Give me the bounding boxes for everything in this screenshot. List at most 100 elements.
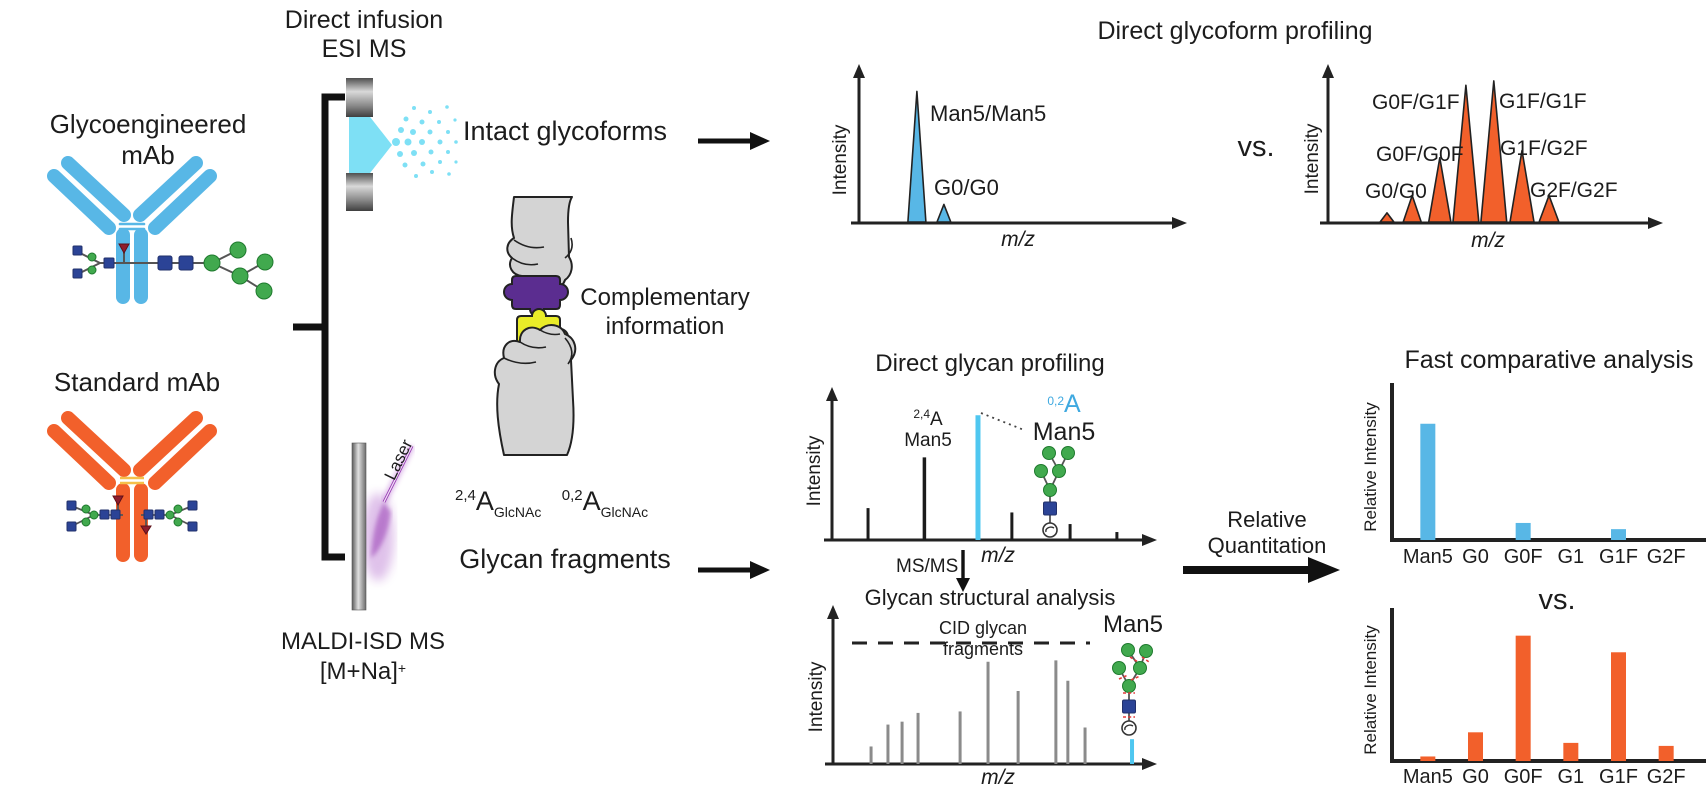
standard-mab-illustration xyxy=(47,411,217,562)
comparative-title: Fast comparative analysis xyxy=(1404,346,1694,374)
bar xyxy=(1420,756,1436,761)
peak-annotation-man5: Man5 xyxy=(1032,418,1096,446)
peak xyxy=(1379,212,1395,223)
bar-category-label: G2F xyxy=(1646,766,1686,788)
maldi-target-plate xyxy=(351,442,367,611)
peak-label-g2fg2f: G2F/G2F xyxy=(1530,179,1618,202)
glycoengineered-mab-label: Glycoengineered mAb xyxy=(49,109,247,170)
bar-category-label: G2F xyxy=(1646,546,1686,568)
fc-glycan-right xyxy=(140,500,198,535)
bar-category-label: G0 xyxy=(1462,766,1489,788)
glycan-fragments-arrow xyxy=(698,561,770,579)
man5-glycan-chain xyxy=(72,241,274,300)
peak xyxy=(1480,80,1508,223)
peak-label-man5man5: Man5/Man5 xyxy=(930,101,1047,126)
peak xyxy=(936,203,952,223)
esi-sprayer-illustration xyxy=(346,78,458,211)
msms-label: MS/MS xyxy=(896,556,959,577)
bar-category-label: G0 xyxy=(1462,546,1489,568)
hinge-bonds xyxy=(120,476,144,485)
spray-droplets xyxy=(392,105,458,178)
peak xyxy=(1538,194,1560,223)
bar-category-label: G1 xyxy=(1557,766,1585,788)
intact-glycoforms-label: Intact glycoforms xyxy=(462,116,668,146)
bar-category-label: Man5 xyxy=(1402,766,1453,788)
cid-fragments-label: CID glycan fragments xyxy=(938,618,1028,659)
glycoengineered-mab-illustration xyxy=(47,156,274,304)
complementary-hands-illustration xyxy=(493,196,577,456)
esi-emitter-top xyxy=(346,78,373,117)
peak xyxy=(1452,84,1480,223)
profiling-title: Direct glycoform profiling xyxy=(1097,17,1373,45)
vs-bottom-label: vs. xyxy=(1538,584,1576,616)
peak-label-g1fg2f: G1F/G2F xyxy=(1500,137,1588,160)
bar-category-label: G1F xyxy=(1599,546,1638,568)
man5-glycan-icon xyxy=(1034,446,1075,538)
peak-label-g0g0-blue: G0/G0 xyxy=(934,175,999,200)
intact-glycoforms-arrow xyxy=(698,132,770,150)
bar xyxy=(1611,529,1626,540)
spectrum-glyco-xlabel: m/z xyxy=(1001,228,1035,251)
vs-top-label: vs. xyxy=(1237,131,1275,163)
maldi-title-line2: [M+Na]+ xyxy=(319,658,407,685)
esi-title: Direct infusion ESI MS xyxy=(268,6,460,64)
peak xyxy=(1402,194,1422,223)
bar xyxy=(1563,742,1579,761)
bar xyxy=(1611,652,1626,761)
fc-glycan-left xyxy=(66,495,124,532)
bar xyxy=(1515,522,1531,540)
bar-category-label: G1 xyxy=(1557,546,1585,568)
glycan-profile-xlabel: m/z xyxy=(981,544,1015,567)
peak xyxy=(1509,149,1535,223)
spectrum-standard-ylabel: Intensity xyxy=(1302,123,1323,195)
spectrum-glycan-profile xyxy=(824,387,1157,546)
esi-title-line1: Direct infusion xyxy=(284,6,444,34)
bar-category-label: G0F xyxy=(1503,766,1543,788)
structural-man5-label: Man5 xyxy=(1102,611,1164,638)
bar xyxy=(1515,635,1531,761)
relative-quantitation-arrow xyxy=(1183,557,1340,583)
glycan-profile-ylabel: Intensity xyxy=(804,435,825,507)
bar-categories-standard: Man5 G0 G0F G1 G1F G2F xyxy=(1402,766,1690,788)
bar-chart-standard xyxy=(1390,608,1706,763)
bar-category-label: G1F xyxy=(1599,766,1638,788)
spectrum-glyco-mab xyxy=(851,64,1187,229)
peak-label-g1fg1f: G1F/G1F xyxy=(1499,90,1587,113)
peak-annotation-24a-man5: 2,4A Man5 xyxy=(904,407,952,451)
hand-bottom xyxy=(493,324,577,456)
bar-chart-glyco xyxy=(1390,383,1706,542)
peak-label-g0fg0f: G0F/G0F xyxy=(1376,143,1464,166)
antibody-orange xyxy=(47,411,217,562)
cross-ring-notation: 2,4AGlcNAc 0,2AGlcNAc xyxy=(455,486,649,520)
peak-annotation-02a: 0,2A xyxy=(1047,390,1081,418)
glycan-fragments-label: Glycan fragments xyxy=(459,544,671,574)
bar xyxy=(1468,732,1483,761)
laser-plume xyxy=(371,502,391,558)
bar xyxy=(1658,745,1674,761)
bar-category-label: Man5 xyxy=(1402,546,1453,568)
bar-categories-glyco: Man5 G0 G0F G1 G1F G2F xyxy=(1402,546,1690,568)
glycan-profiling-title: Direct glycan profiling xyxy=(875,350,1105,377)
man5-fragmentation-icon xyxy=(1112,643,1153,736)
maldi-plate-illustration xyxy=(351,442,416,611)
bar-category-label: G0F xyxy=(1503,546,1543,568)
laser-beam xyxy=(380,444,416,504)
bar-chart-glyco-ylabel: Relative Intensity xyxy=(1361,402,1380,532)
peak-label-g0fg1f: G0F/G1F xyxy=(1372,91,1460,114)
relative-quantitation-label: Relative Quantitation xyxy=(1207,507,1327,559)
cleavage-marks xyxy=(1118,656,1150,718)
bar-chart-standard-ylabel: Relative Intensity xyxy=(1361,625,1380,755)
esi-emitter-bottom xyxy=(346,173,373,211)
bar xyxy=(1420,423,1436,540)
maldi-title: MALDI-ISD MS [M+Na]+ xyxy=(262,627,464,687)
structural-xlabel: m/z xyxy=(981,766,1015,789)
complementary-information-label: Complementary information xyxy=(580,284,750,341)
structural-title: Glycan structural analysis xyxy=(864,585,1116,610)
spectrum-glyco-ylabel: Intensity xyxy=(830,124,851,196)
standard-mab-label: Standard mAb xyxy=(53,367,221,397)
peak xyxy=(907,90,927,223)
peak-label-g0g0-orange: G0/G0 xyxy=(1365,180,1427,203)
spectrum-standard-xlabel: m/z xyxy=(1471,229,1505,252)
fucose-icon xyxy=(118,243,130,255)
maldi-title-line1: MALDI-ISD MS xyxy=(280,628,445,655)
